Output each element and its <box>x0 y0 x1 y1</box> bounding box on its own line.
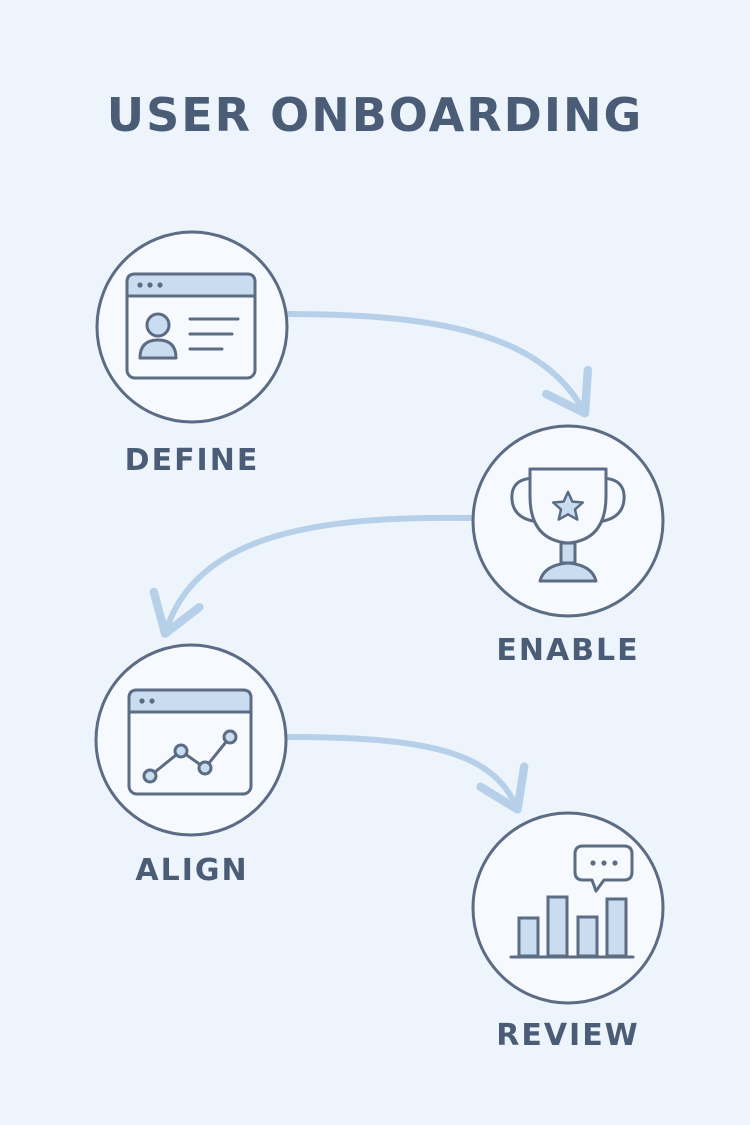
line-chart-window-icon <box>127 688 253 796</box>
step-label-review: REVIEW <box>496 1018 640 1053</box>
step-define <box>95 230 289 424</box>
step-align <box>94 643 288 837</box>
step-label-define: DEFINE <box>124 443 260 478</box>
bar-chart-comment-icon <box>509 844 635 959</box>
profile-window-icon <box>125 272 257 380</box>
page-title: USER ONBOARDING <box>106 88 644 142</box>
connector-arrow-enable-align <box>149 514 473 638</box>
connector-arrow-define-enable <box>285 311 593 418</box>
step-label-align: ALIGN <box>135 853 249 888</box>
trophy-star-icon <box>510 467 626 583</box>
step-review <box>471 811 665 1005</box>
step-label-enable: ENABLE <box>496 633 640 668</box>
connector-arrow-align-review <box>285 734 529 814</box>
step-enable <box>471 424 665 618</box>
